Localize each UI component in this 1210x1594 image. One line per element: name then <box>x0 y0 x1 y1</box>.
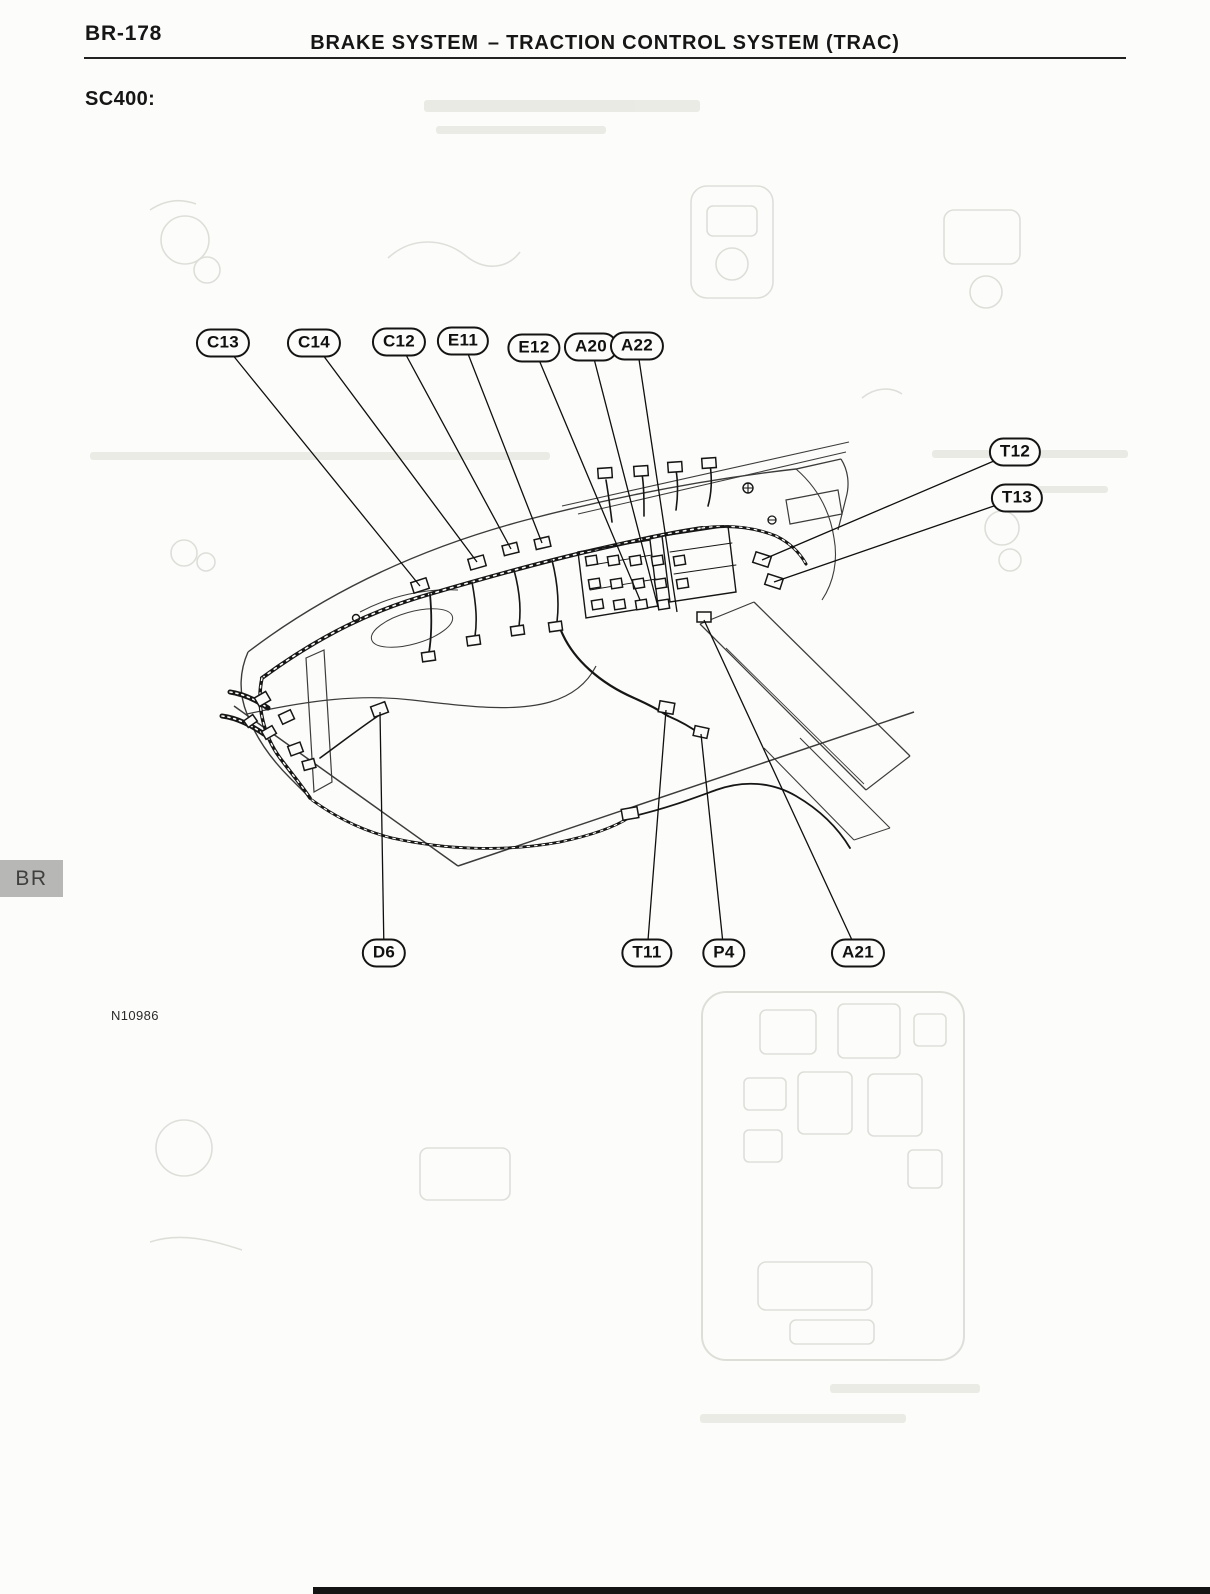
section-label: SC400: <box>85 88 156 110</box>
connector-layer <box>242 456 785 822</box>
br-thumb-tab: BR <box>0 860 63 897</box>
ghost-bleedthrough-layer <box>149 185 1022 1361</box>
bottom-scan-strip <box>313 1587 1210 1594</box>
callout-p4: P4 <box>702 938 746 968</box>
page-number: BR-178 <box>85 22 163 45</box>
callout-e11: E11 <box>436 326 490 356</box>
callout-t12: T12 <box>988 437 1042 467</box>
page-title: BRAKE SYSTEM – TRACTION CONTROL SYSTEM (T… <box>0 32 1210 55</box>
callout-c13: C13 <box>195 328 251 358</box>
callout-a20: A20 <box>563 332 619 362</box>
callout-t11: T11 <box>621 938 673 968</box>
callout-e12: E12 <box>507 333 561 363</box>
callout-c14: C14 <box>286 328 342 358</box>
figure-code: N10986 <box>111 1008 159 1023</box>
page-title-primary: BRAKE SYSTEM <box>310 32 479 54</box>
callout-a21: A21 <box>830 938 886 968</box>
header-divider <box>84 57 1126 60</box>
callout-a22: A22 <box>609 331 665 361</box>
callout-c12: C12 <box>371 327 427 357</box>
ghost-text-layer <box>90 100 1128 1423</box>
page-title-secondary: – TRACTION CONTROL SYSTEM (TRAC) <box>487 32 900 54</box>
leader-lines-layer <box>222 340 1018 954</box>
callout-t13: T13 <box>990 483 1044 513</box>
callout-d6: D6 <box>361 938 407 968</box>
